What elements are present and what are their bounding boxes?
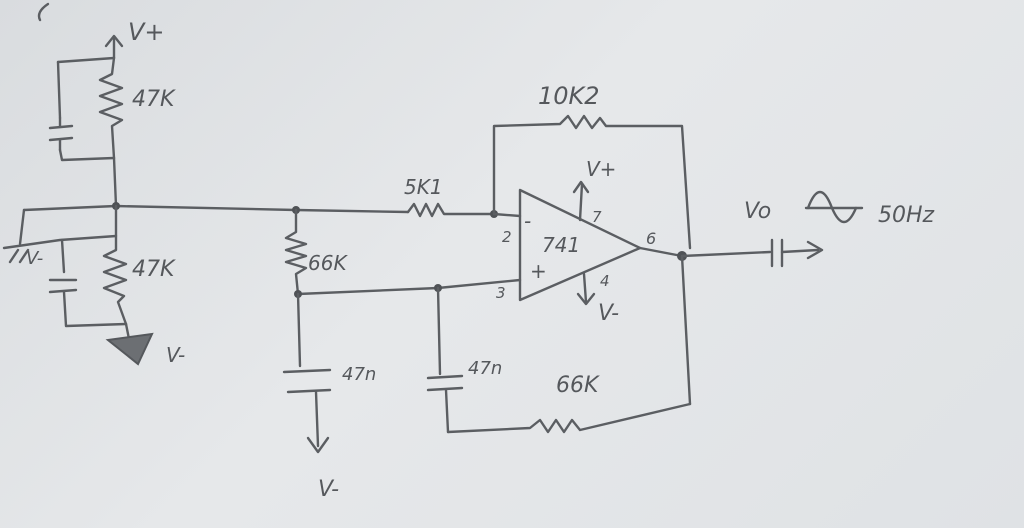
opamp-part-label: 741 (542, 233, 580, 257)
corner-scribble (37, 2, 50, 22)
bottom-bracket (48, 238, 128, 328)
resistor-66k-bottom (446, 402, 692, 434)
output-wire (680, 250, 772, 258)
output-arrow-head (806, 240, 824, 260)
opamp-pin7-label: 7 (592, 208, 602, 226)
capacitor-left-label: 47n (342, 364, 376, 385)
opamp-pin4-label: 4 (600, 272, 610, 290)
noninverting-input-wire (296, 278, 522, 296)
resistor-bottom-label: 47K (132, 257, 176, 282)
cap-left-lead-bottom (314, 390, 320, 448)
opamp-vminus-lead (582, 272, 588, 304)
output-frequency-label: 50Hz (878, 203, 935, 228)
opamp-vminus-label: V- (598, 301, 619, 326)
capacitor-right-plates (426, 374, 464, 392)
opamp-plus-sign: + (530, 259, 547, 283)
left-scribble-mark (8, 248, 30, 264)
resistor-bottom-47k (102, 204, 128, 326)
output-capacitor-plates (770, 238, 784, 268)
vminus-bottom-arrow (306, 436, 330, 454)
top-bracket-wire (56, 56, 116, 162)
resistor-66k-bottom-label: 66K (556, 373, 600, 398)
output-label: Vo (744, 199, 771, 224)
resistor-top-label: 47K (132, 87, 176, 112)
vertical-wire-top (112, 156, 118, 208)
opamp-minus-sign: - (524, 209, 531, 233)
feedback-resistor-10k2 (492, 114, 692, 250)
capacitor-right-label: 47n (468, 358, 502, 379)
opamp-vplus-label: V+ (586, 157, 616, 181)
vminus-bottom-label: V- (318, 477, 339, 502)
opamp-output-lead (638, 246, 684, 258)
vminus-left-label: V- (26, 248, 43, 269)
top-bracket-capacitor (48, 116, 74, 152)
opamp-vminus-arrow (576, 292, 596, 306)
resistor-66k-vertical (284, 208, 308, 296)
left-stub-wire (18, 208, 26, 246)
resistor-66k-label: 66K (308, 251, 348, 275)
resistor-top-47k (98, 56, 124, 160)
opamp-pin3-label: 3 (496, 284, 506, 302)
capacitor-left-plates (282, 368, 332, 394)
output-feedback-wire (680, 254, 692, 406)
cap-right-lead-bottom (444, 388, 450, 434)
vminus-arrow-fill (105, 332, 154, 366)
opamp-inverting-lead (492, 212, 522, 218)
vplus-top-arrow (104, 34, 124, 60)
opamp-vplus-lead (578, 182, 584, 222)
left-lower-wire (2, 234, 118, 250)
output-arrow-shaft (780, 248, 820, 254)
cap-left-lead-top (296, 292, 302, 368)
resistor-5k1 (406, 202, 496, 218)
cap-right-lead-top (436, 286, 442, 376)
opamp-vplus-arrow (572, 180, 590, 194)
opamp-pin6-label: 6 (646, 229, 656, 248)
resistor-5k1-label: 5K1 (404, 175, 443, 199)
opamp-pin2-label: 2 (502, 228, 512, 246)
feedback-resistor-label: 10K2 (538, 82, 600, 110)
vplus-top-label: V+ (128, 18, 165, 46)
main-horizontal-wire (22, 204, 410, 214)
vminus-bottom-left-label: V- (166, 343, 185, 367)
